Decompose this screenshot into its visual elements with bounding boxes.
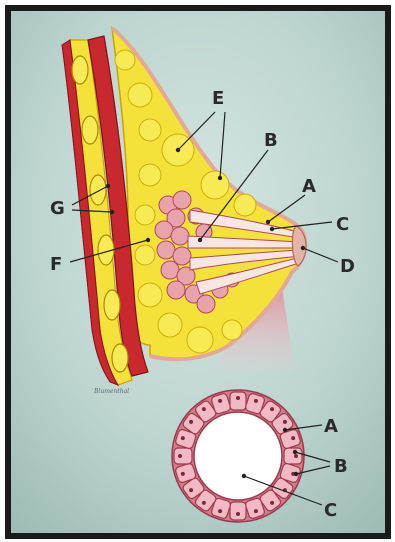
label-g: G xyxy=(50,198,65,219)
label-c: C xyxy=(336,214,349,235)
label-f: F xyxy=(50,254,62,275)
cell-nucleus xyxy=(294,454,298,458)
label-d: D xyxy=(340,256,355,277)
cell-nucleus xyxy=(254,509,258,513)
cell-nucleus xyxy=(181,436,185,440)
cell-nucleus xyxy=(270,407,274,411)
epithelial-cell xyxy=(284,448,302,464)
cell-nucleus xyxy=(189,420,193,424)
cell-nucleus xyxy=(218,509,222,513)
cell-nucleus xyxy=(254,399,258,403)
cell-nucleus xyxy=(218,399,222,403)
duct-cross-section-inset xyxy=(172,390,304,522)
label-e: E xyxy=(212,88,224,109)
epithelial-cell xyxy=(174,448,192,464)
label-a: A xyxy=(302,176,316,197)
cell-nucleus xyxy=(202,501,206,505)
duct-lumen xyxy=(194,412,282,500)
cell-nucleus xyxy=(283,420,287,424)
inset-label-a: A xyxy=(324,416,338,437)
cell-nucleus xyxy=(270,501,274,505)
cell-nucleus xyxy=(202,407,206,411)
cell-nucleus xyxy=(181,472,185,476)
artist-signature: Blumenthal xyxy=(93,388,129,395)
cell-nucleus xyxy=(189,488,193,492)
label-b: B xyxy=(264,130,278,151)
cell-nucleus xyxy=(236,396,240,400)
inset-label-c: C xyxy=(324,500,337,521)
epithelial-cell xyxy=(230,392,246,410)
epithelial-cell xyxy=(230,502,246,520)
cell-nucleus xyxy=(236,512,240,516)
cell-nucleus xyxy=(178,454,182,458)
cell-nucleus xyxy=(291,436,295,440)
inset-label-b: B xyxy=(334,456,348,477)
